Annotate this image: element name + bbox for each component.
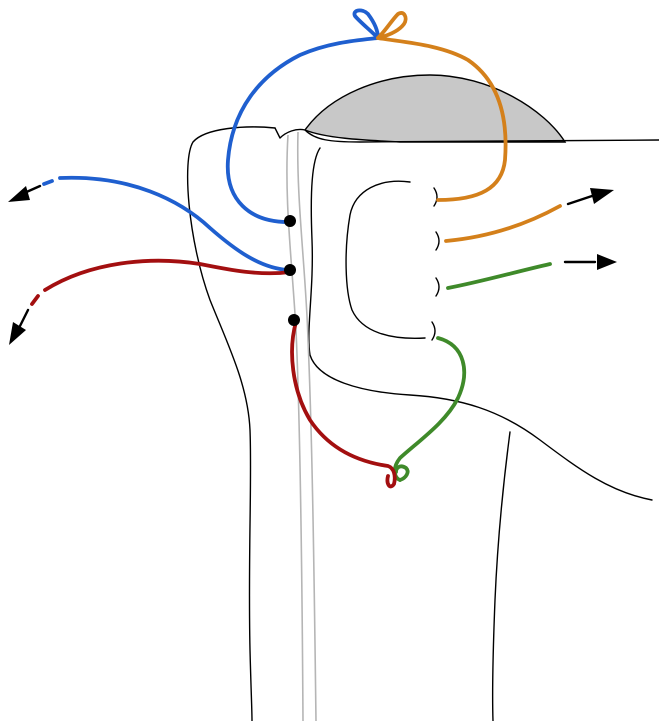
arrow-left-lower <box>9 310 28 345</box>
suture-tick-3 <box>436 278 439 296</box>
arrow-left-upper <box>8 186 40 202</box>
humerus-shaft-right <box>493 432 510 721</box>
suture-blue-dash <box>44 181 52 184</box>
suture-tick-2 <box>436 232 439 250</box>
anchor-dot-1 <box>284 215 296 227</box>
suture-red-dash <box>32 296 38 304</box>
anchor-dot-2 <box>284 264 296 276</box>
suture-tick-4 <box>432 322 435 340</box>
suture-tick-1 <box>434 188 437 206</box>
arrow-right-upper <box>568 188 614 204</box>
suture-blue-knot <box>354 10 378 38</box>
arrow-right-lower <box>565 254 617 270</box>
suture-green-tail <box>448 264 550 288</box>
anchor-dot-3 <box>288 314 300 326</box>
suture-green <box>395 338 464 480</box>
suture-orange-tail <box>446 206 560 241</box>
suture-red <box>292 322 395 486</box>
suture-orange-knot <box>378 13 406 38</box>
tendon-outline <box>309 148 652 500</box>
humeral-head-shaded <box>305 75 565 142</box>
humerus-top-notch <box>275 128 305 138</box>
rotator-interval-window <box>346 181 425 338</box>
suture-red-tail <box>45 261 290 290</box>
suture-blue-tail <box>60 178 288 270</box>
